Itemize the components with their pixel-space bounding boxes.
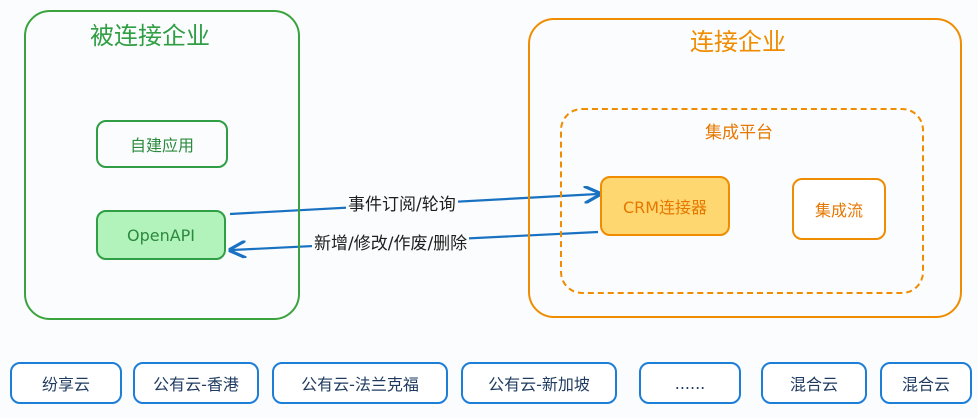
integration-flow-node: 集成流 xyxy=(792,178,886,240)
crm-connector-node: CRM连接器 xyxy=(600,176,730,236)
cloud-item-hybrid-1: 混合云 xyxy=(761,362,867,404)
integration-platform-container xyxy=(560,108,924,294)
cloud-item-frankfurt: 公有云-法兰克福 xyxy=(272,362,448,404)
connected-enterprise-container xyxy=(24,10,300,320)
cloud-item-hong-kong: 公有云-香港 xyxy=(133,362,259,404)
connecting-enterprise-container xyxy=(528,18,962,318)
connecting-enterprise-title: 连接企业 xyxy=(690,28,786,56)
cloud-item-fenxiang: 纷享云 xyxy=(10,362,122,404)
cloud-options-row: 纷享云 公有云-香港 公有云-法兰克福 公有云-新加坡 ...... 混合云 混… xyxy=(10,362,972,408)
operations-arrow-label: 新增/修改/作废/删除 xyxy=(312,229,470,254)
integration-platform-title: 集成平台 xyxy=(705,123,773,143)
self-built-app-node: 自建应用 xyxy=(96,120,228,168)
openapi-node: OpenAPI xyxy=(96,210,226,260)
subscribe-arrow-label: 事件订阅/轮询 xyxy=(346,190,458,215)
cloud-item-singapore: 公有云-新加坡 xyxy=(461,362,617,404)
cloud-item-more: ...... xyxy=(639,362,741,404)
cloud-item-hybrid-2: 混合云 xyxy=(880,362,972,404)
connected-enterprise-title: 被连接企业 xyxy=(90,22,210,50)
